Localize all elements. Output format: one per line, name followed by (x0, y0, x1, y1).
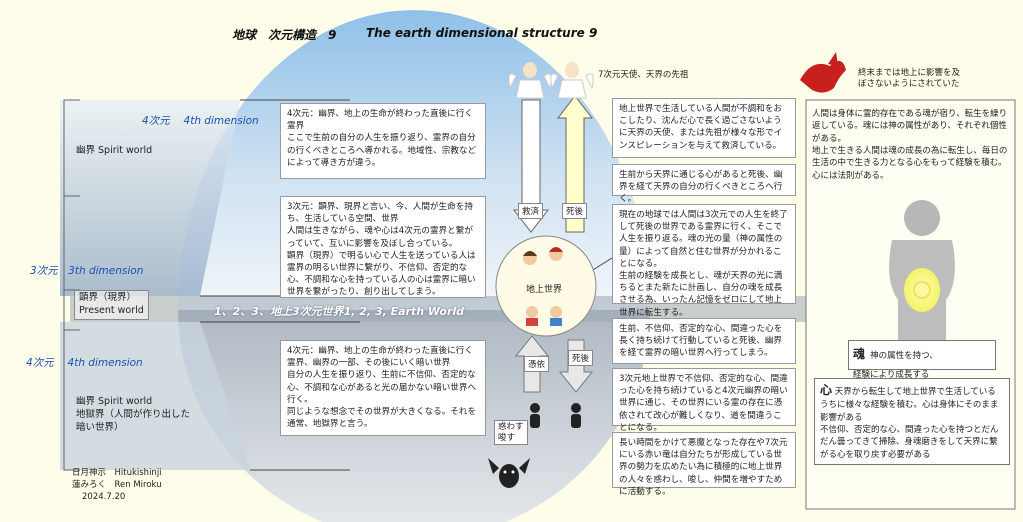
dark-figure-right (571, 403, 581, 428)
human-silhouette-icon (889, 200, 955, 340)
upper-4d-description: 4次元：幽界、地上の生命が終わった直後に行く霊界 ここで生前の自分の人生を振り返… (280, 103, 486, 179)
realm-present-label: 顕界（現界） Present world (74, 290, 149, 320)
present-3d-description: 3次元：顕界、現界と言い、今、人間が生命を持ち、生活している空間、世界 人間は生… (280, 196, 486, 298)
right-box-possession: 3次元地上世界で不信仰、否定的な心、間違った心を持ち続けていると4次元幽界の暗い… (612, 368, 796, 433)
angel-icon-left (508, 62, 552, 99)
soul-title: 魂 (853, 347, 866, 361)
credit-line-2: 蓮みろく Ren Miroku (72, 480, 162, 490)
death-down-label: 死後 (568, 350, 594, 366)
dim-4-upper-label: 4次元 4th dimension (142, 115, 259, 127)
family-icon (523, 247, 563, 326)
soul-definition-box: 魂 神の属性を持つ、 経験により成長する (848, 340, 996, 380)
angels-caption: 7次元天使、天界の先祖 (598, 70, 689, 80)
death-up-label: 死後 (562, 203, 588, 219)
dark-figure-left (530, 403, 540, 428)
tempt-label: 惑わす 唆す (494, 420, 528, 446)
right-box-salvation: 地上世界で生活している人間が不調和をおこしたり、沈んだ心で長く過ごさないように天… (612, 98, 796, 158)
right-box-afterlife-heaven: 生前から天界に通じる心があると死後、幽界を経て天界の自分の行くべきところへ行く。 (612, 164, 796, 204)
right-box-demons: 長い時間をかけて悪魔となった存在や7次元にいる赤い竜は自分たちが形成している世界… (612, 432, 796, 497)
right-box-dark-afterlife: 生前、不信仰、否定的な心、間違った心を長く持ち続けて行動していると死後、幽界を経… (612, 318, 796, 364)
right-box-reincarnation: 現在の地球では人間は3次元での人生を終了して死後の世界である霊界に行く、そこで人… (612, 204, 796, 318)
soul-panel-intro: 人間は身体に霊的存在である魂が宿り、転生を繰り返している。魂には神の属性があり、… (812, 109, 1008, 181)
earth-world-circle (495, 235, 597, 337)
lower-left-plane (60, 322, 250, 470)
heart-title: 心 (820, 383, 833, 397)
salvation-label: 救済 (518, 203, 544, 219)
red-dragon-icon (800, 52, 846, 93)
heart-definition-box: 心 天界から転生して地上世界で生活しているうちに様々な経験を積む。心は身体にその… (814, 378, 1010, 465)
realm-hell-label: 幽界 Spirit world 地獄界（人間が作り出した 暗い世界） (76, 396, 191, 433)
soul-desc: 神の属性を持つ、 経験により成長する (853, 351, 938, 380)
title-jp: 地球 次元構造 9 (232, 28, 337, 42)
title-en: The earth dimensional structure 9 (366, 26, 598, 40)
angel-icon-right (550, 62, 594, 99)
left-bracket (63, 99, 80, 471)
realm-spirit-label: 幽界 Spirit world (76, 145, 153, 156)
upper-left-plane (60, 100, 240, 296)
possession-label: 憑依 (524, 356, 550, 372)
credit-line-3: 2024.7.20 (82, 492, 126, 502)
dim-3-label: 3次元 3th dimension (30, 265, 144, 277)
heart-desc: 天界から転生して地上世界で生活しているうちに様々な経験を積む。心は身体にそのまま… (820, 387, 999, 460)
lower-4d-description: 4次元：幽界、地上の生命が終わった直後に行く霊界、幽界の一部、その後にいく暗い世… (280, 340, 486, 436)
devil-caption: 終末までは地上に影響を及 ぼさないようにされていた (858, 68, 961, 90)
earth-world-label: 地上世界 (526, 285, 563, 295)
earth-world-band-text: 1、2、3、地上3次元世界1, 2, 3, Earth World (214, 305, 465, 318)
credit-line-1: 日月神示 Hitukishinji (72, 468, 162, 478)
demon-icon (488, 458, 530, 488)
dim-4-lower-label: 4次元 4th dimension (26, 357, 143, 369)
